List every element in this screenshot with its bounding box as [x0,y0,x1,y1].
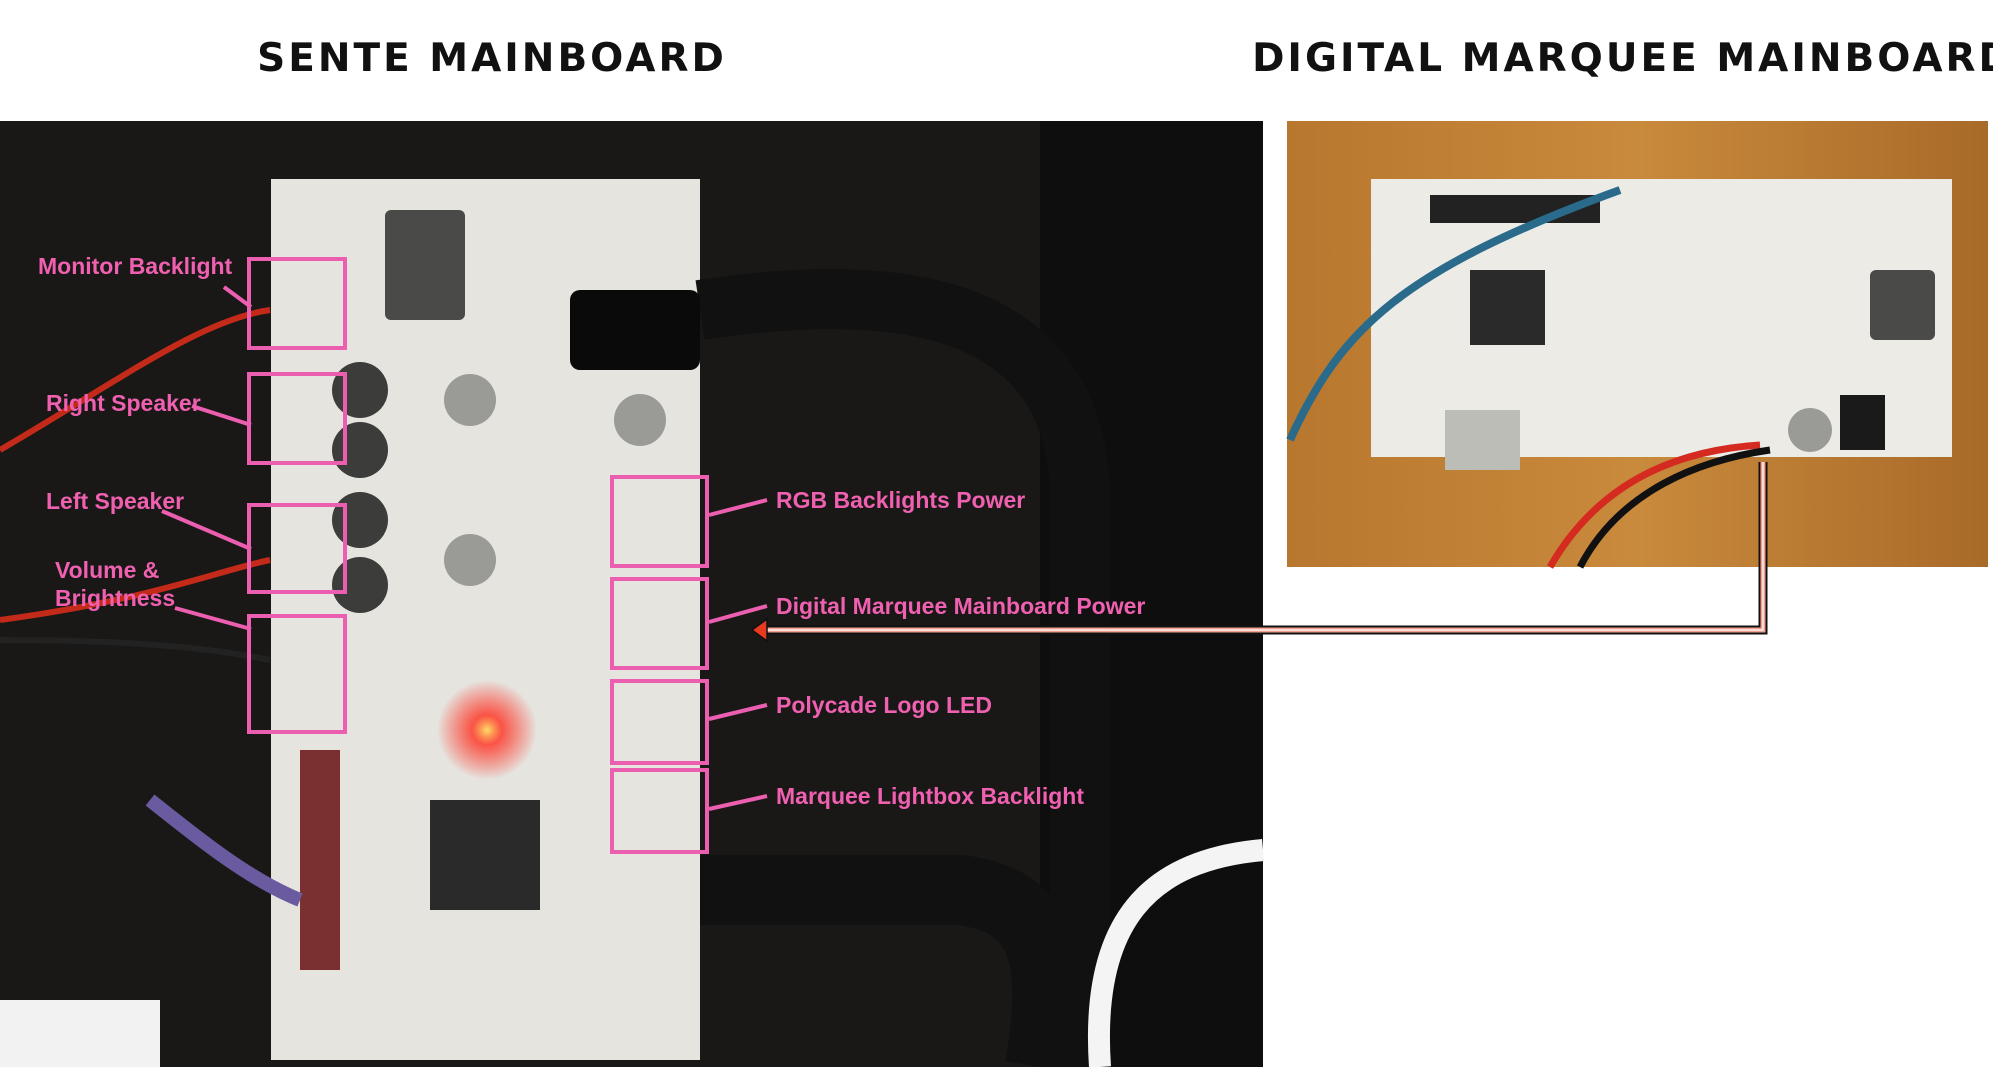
leader-line [191,404,252,427]
sente-mainboard-photo [0,121,1264,1067]
sticker [0,1000,160,1067]
usb-cable [1088,839,1264,1067]
leader-line [708,498,768,517]
connection-arrow [750,462,1768,643]
leader-line [708,794,768,811]
power-cable [695,269,1111,1067]
leader-line [708,604,768,624]
digital-marquee-mainboard-photo [1286,121,1988,569]
chip [430,800,540,910]
label-digital-marquee-power: Digital Marquee Mainboard Power [776,593,1145,619]
sente-mainboard-title: SENTE MAINBOARD [257,36,727,81]
box-right-speaker [247,372,347,465]
label-brightness: Brightness [55,585,175,611]
label-monitor-backlight: Monitor Backlight [38,253,233,279]
box-marquee-lightbox-backlight [610,768,709,854]
leader-line [161,509,252,551]
box-volume-brightness [247,614,347,734]
leader-line [708,703,768,721]
leader-line [174,606,252,631]
box-rgb-backlights-power [610,475,709,568]
label-polycade-logo-led: Polycade Logo LED [776,692,992,718]
label-rgb-backlights-power: RGB Backlights Power [776,487,1025,513]
inductor [385,210,465,320]
label-marquee-lightbox-backlight: Marquee Lightbox Backlight [776,783,1084,809]
label-volume: Volume & [55,557,159,583]
arrow-head-icon [750,617,768,643]
label-right-speaker: Right Speaker [46,390,201,416]
hdmi-cable [700,855,1083,1067]
leader-line [222,285,253,309]
box-polycade-logo-led [610,679,709,765]
digital-marquee-mainboard-title: DIGITAL MARQUEE MAINBOARD [1252,36,1993,81]
label-left-speaker: Left Speaker [46,488,184,514]
box-digital-marquee-power [610,577,709,670]
red-led [437,680,537,780]
